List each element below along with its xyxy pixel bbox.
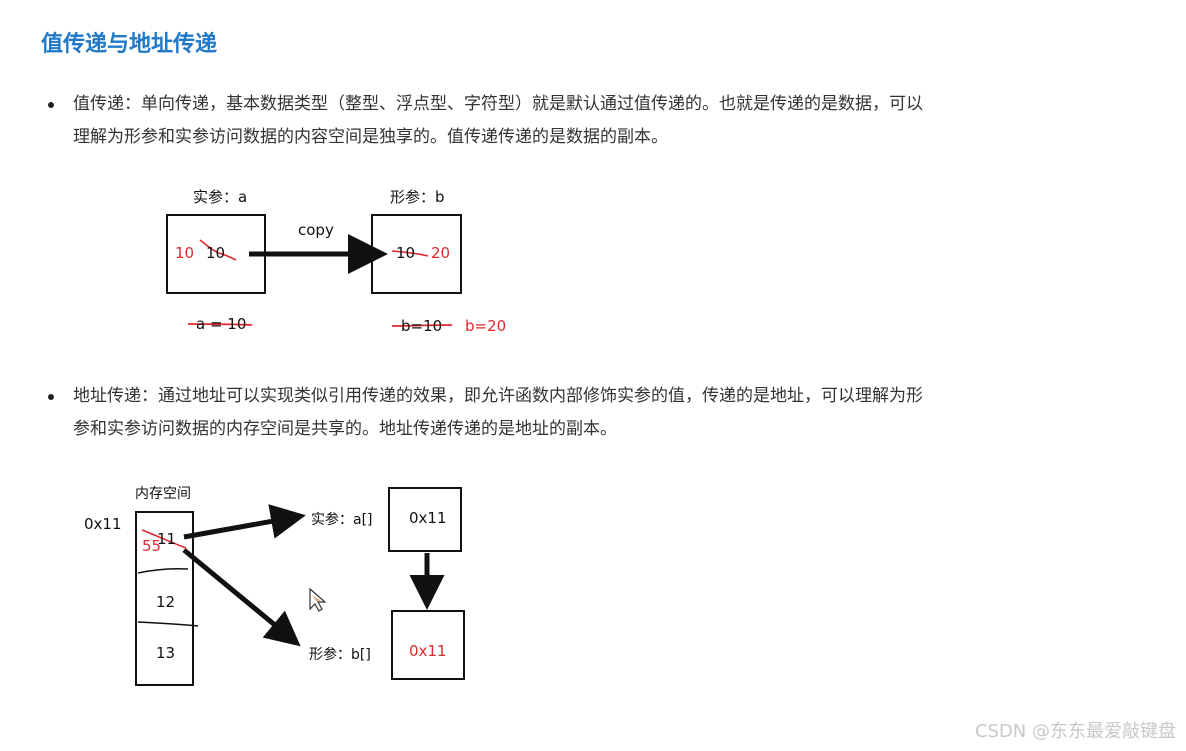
bullet-text-line: 参和实参访问数据的内存空间是共享的。地址传递传递的是地址的副本。 [73,419,617,439]
cell-divider [137,621,199,627]
formal-pointer-box [391,610,465,680]
bullet-text-line: 值传递：单向传递，基本数据类型（整型、浮点型、字符型）就是默认通过值传递的。也就… [73,94,923,114]
actual-new-value: 10 [175,244,195,262]
copy-label: copy [298,221,334,239]
actual-array-label: 实参：a[] [311,512,373,528]
cell-divider [137,568,189,574]
memory-column [135,511,194,686]
actual-param-box [166,214,266,294]
formal-array-label: 形参：b[] [309,647,371,663]
pointer-arrow-formal [182,548,301,647]
bullet-dot [48,394,54,400]
strike-mark [199,239,237,261]
formal-pointer-value: 0x11 [409,642,447,660]
actual-pointer-value: 0x11 [409,509,447,527]
address-label: 0x11 [84,515,122,533]
memory-cell-new-value: 55 [142,537,162,555]
actual-expression: a = 10 [196,315,247,333]
formal-old-value: 10 [396,244,416,262]
actual-param-label: 实参：a [193,188,248,206]
section-title: 值传递与地址传递 [41,32,218,57]
bullet-text: 值传递：单向传递，基本数据类型（整型、浮点型、字符型）就是默认通过值传递的。也就… [73,88,1088,154]
formal-param-box [371,214,462,294]
memory-cell-value: 13 [156,644,176,662]
formal-param-label: 形参：b [390,188,445,206]
actual-pointer-box [388,487,462,552]
formal-expression-new: b=20 [465,317,507,335]
strike-mark [141,529,187,549]
memory-cell-value: 11 [157,530,177,548]
strike-mark [391,250,429,257]
cursor-icon [309,587,327,612]
actual-old-value: 10 [206,244,226,262]
bullet-text-line: 地址传递：通过地址可以实现类似引用传递的效果，即允许函数内部修饰实参的值，传递的… [73,386,923,406]
strike-mark [187,323,253,326]
bullet-value-passing: 值传递：单向传递，基本数据类型（整型、浮点型、字符型）就是默认通过值传递的。也就… [48,88,1088,154]
formal-expression-old: b=10 [401,317,443,335]
memory-cell-value: 12 [156,593,176,611]
formal-new-value: 20 [431,244,451,262]
bullet-text: 地址传递：通过地址可以实现类似引用传递的效果，即允许函数内部修饰实参的值，传递的… [73,380,1088,446]
watermark: CSDN @东东最爱敲键盘 [974,721,1176,742]
pointer-arrow-actual [183,504,306,540]
memory-space-label: 内存空间 [135,486,191,502]
bullet-dot [48,102,54,108]
bullet-text-line: 理解为形参和实参访问数据的内容空间是独享的。值传递传递的是数据的副本。 [73,127,668,147]
bullet-address-passing: 地址传递：通过地址可以实现类似引用传递的效果，即允许函数内部修饰实参的值，传递的… [48,380,1088,446]
strike-mark [391,324,453,327]
